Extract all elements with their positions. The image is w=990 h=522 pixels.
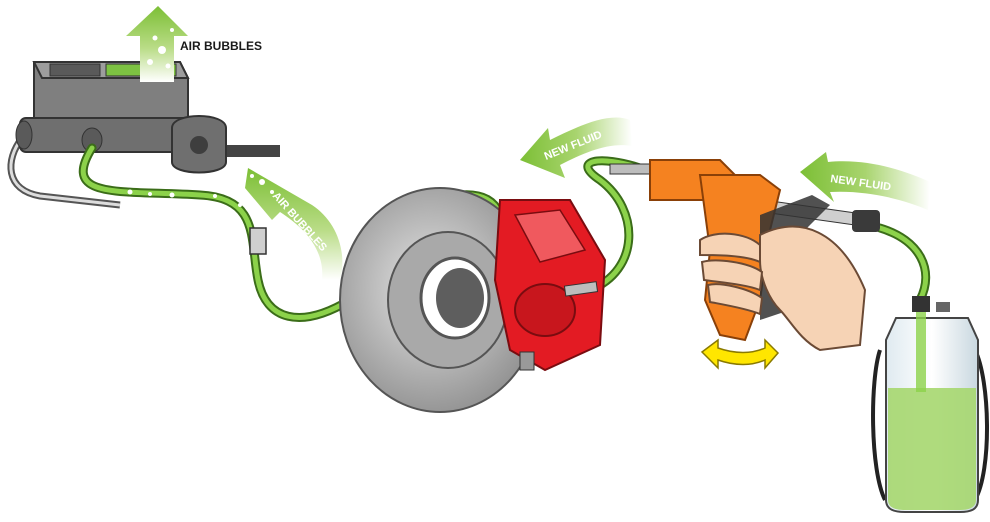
new-fluid-arrow-caliper [520, 117, 632, 178]
line-fitting-icon [249, 227, 267, 255]
swivel-arrow-icon [700, 338, 780, 371]
fluid-bottle-icon [871, 296, 989, 513]
air-bubbles-top-label: AIR BUBBLES [180, 39, 262, 53]
air-bubbles-arrow-line [245, 168, 343, 280]
hand-icon [699, 225, 867, 352]
air-bubbles-arrow-top [126, 6, 188, 82]
brake-fluid-lines [78, 143, 931, 322]
brake-caliper-icon [493, 199, 607, 372]
master-cylinder-icon [7, 61, 280, 209]
new-fluid-arrow-bottle [800, 152, 930, 210]
brake-rotor-icon [339, 187, 541, 413]
